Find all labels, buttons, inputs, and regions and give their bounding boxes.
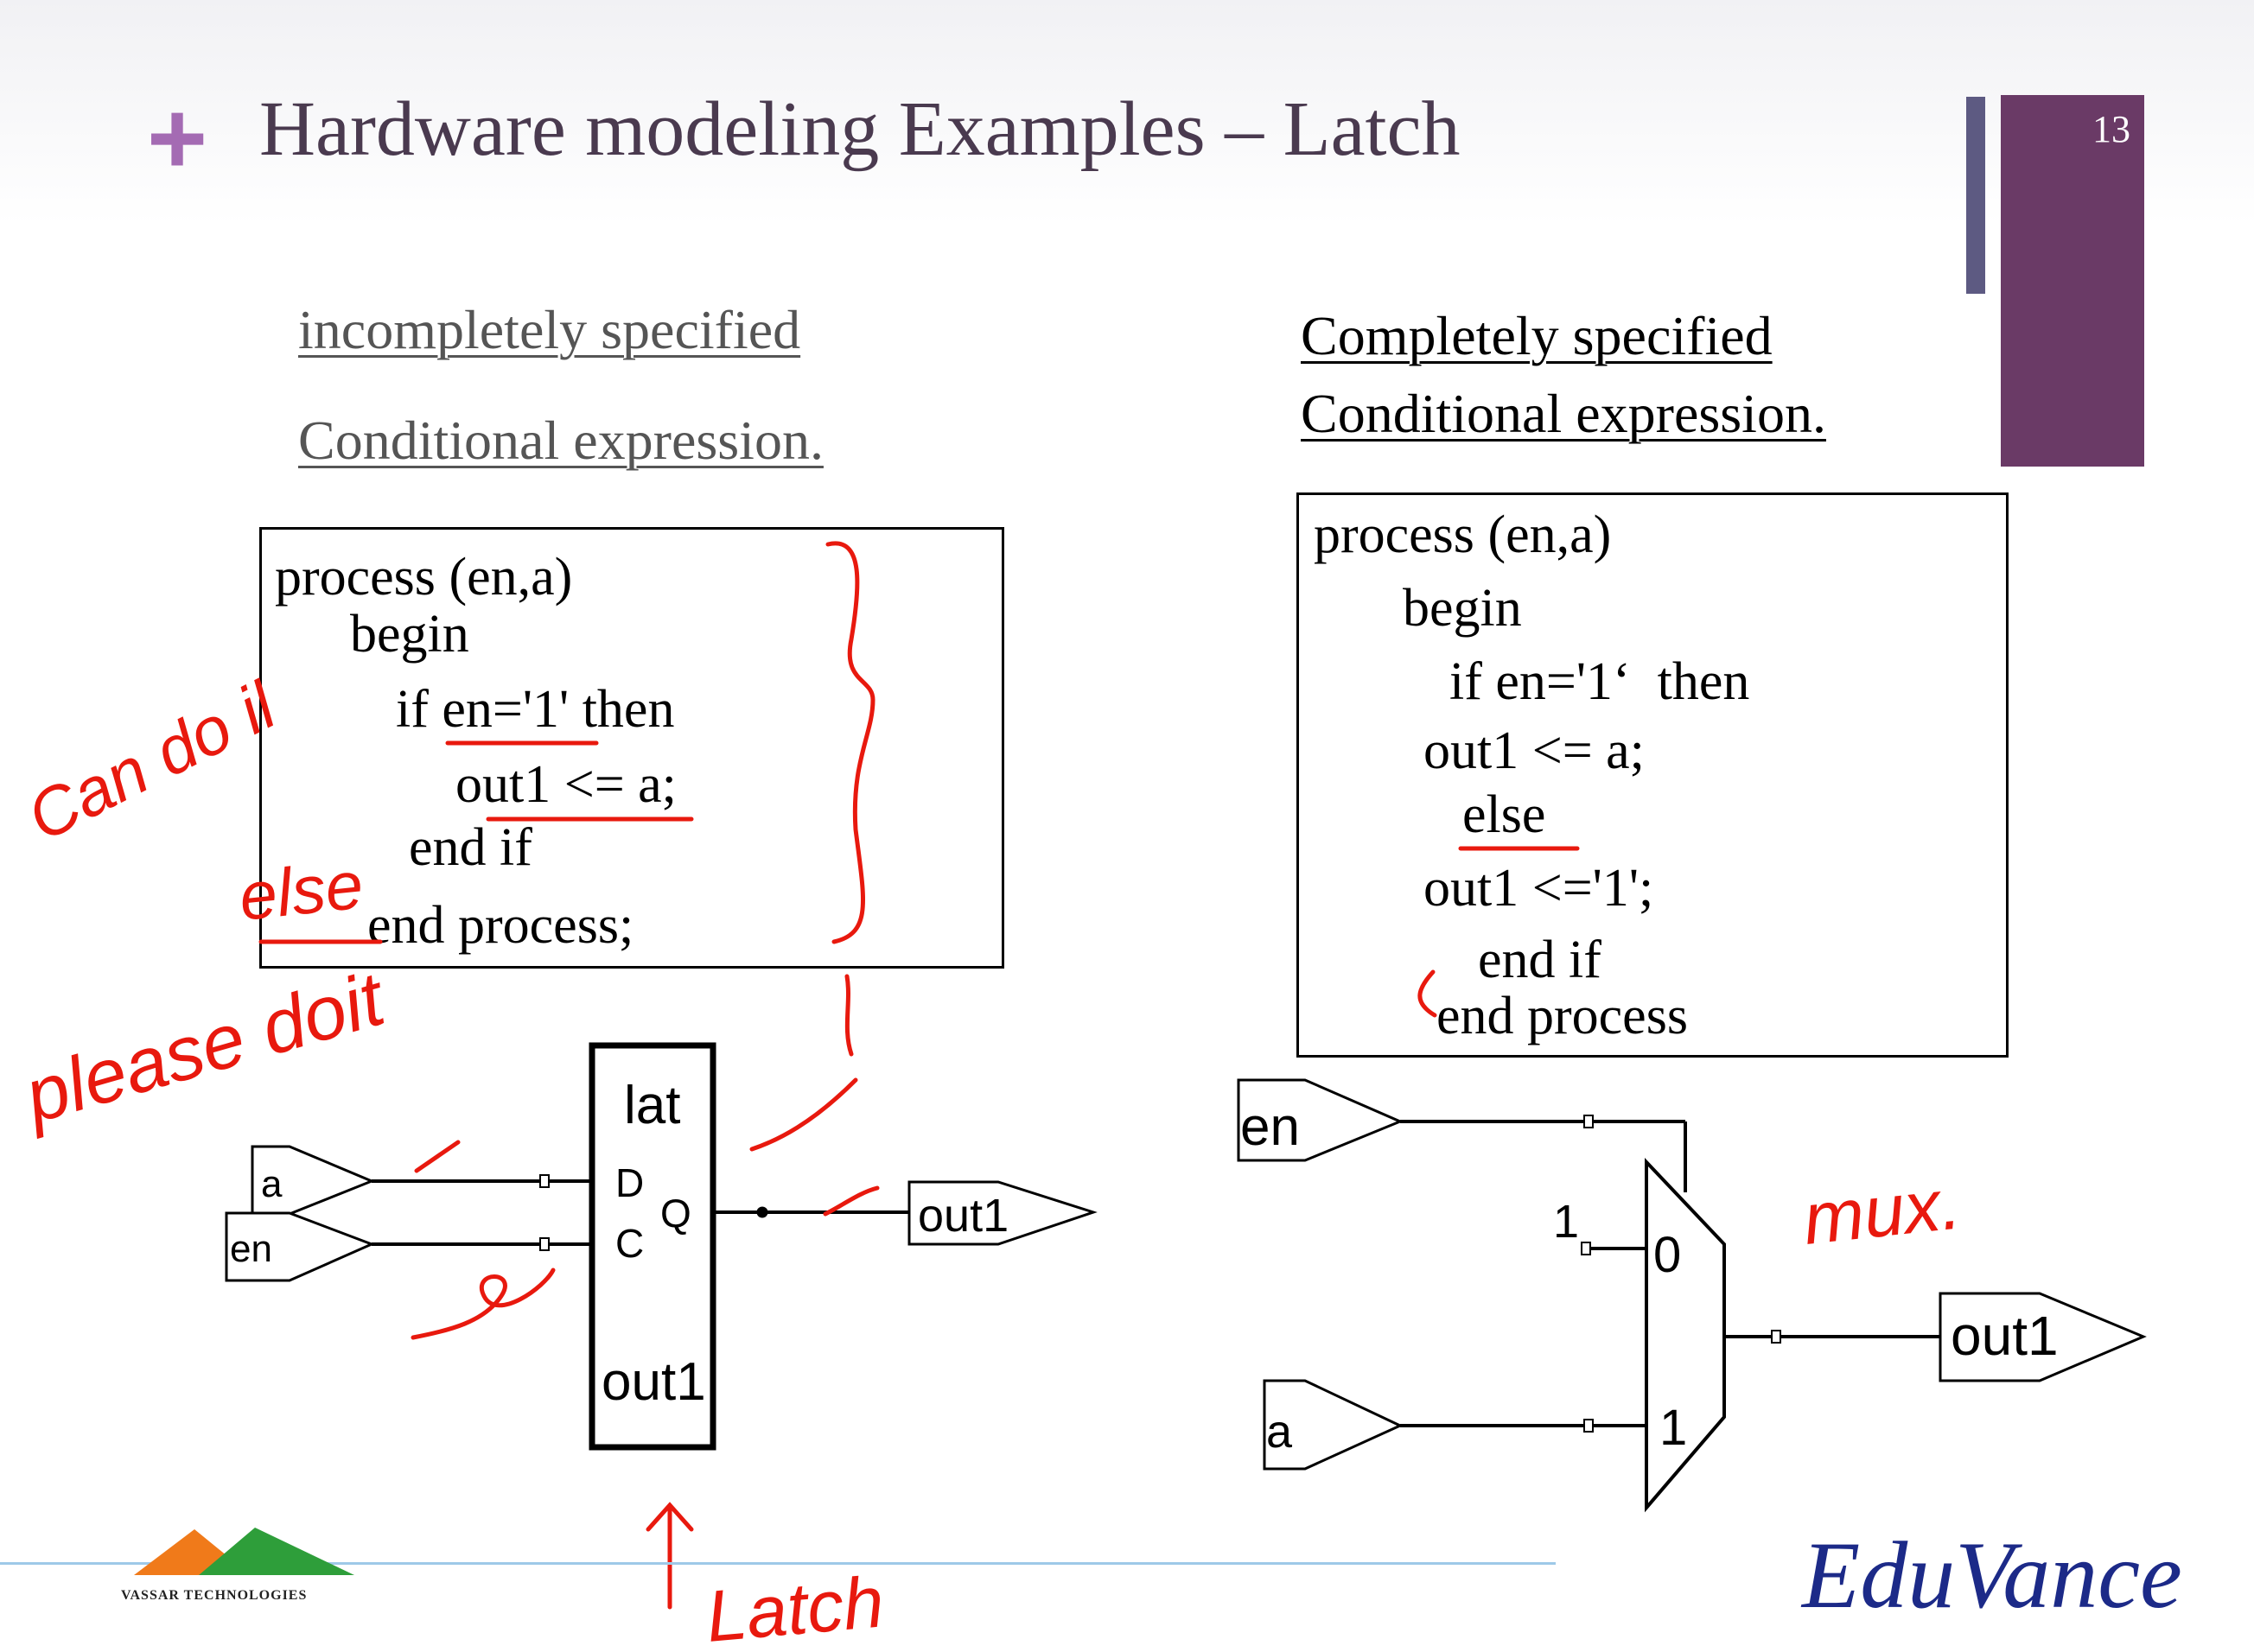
plus-icon: + (147, 80, 208, 196)
ink-else: else (236, 846, 367, 934)
latch-out-label: out1 (602, 1352, 706, 1412)
mux-label-a: a (1266, 1406, 1293, 1458)
mux-const-one: 1 (1553, 1196, 1579, 1248)
input-port-a (251, 1145, 375, 1216)
code-line: begin (1403, 579, 1522, 638)
right-heading-line1: Completely specified (1301, 305, 1773, 366)
slide-number: 13 (2092, 108, 2130, 150)
ink-latch: Latch (703, 1560, 887, 1652)
input-port-a (1263, 1379, 1404, 1471)
port-label-out1: out1 (918, 1190, 1009, 1242)
arrow-up-latch (646, 1502, 694, 1610)
code-line: out1 <= a; (1423, 721, 1645, 780)
code-line: end process (1436, 987, 1688, 1045)
latch-schematic (225, 1042, 1098, 1451)
port-label-a: a (261, 1163, 283, 1205)
latch-pin-c: C (615, 1221, 644, 1266)
mux-input-1: 1 (1659, 1400, 1687, 1456)
bracket-tick (844, 974, 854, 1057)
mux-input-0: 0 (1653, 1227, 1681, 1283)
vassar-logo-icon (134, 1528, 354, 1575)
mux-label-out1: out1 (1951, 1305, 2059, 1367)
port-label-en: en (230, 1228, 272, 1270)
mux-label-en: en (1240, 1097, 1300, 1157)
mux-schematic (1237, 1078, 2147, 1513)
footer-logo-text: VASSAR TECHNOLOGIES (121, 1588, 308, 1603)
accent-bar (2001, 95, 2144, 467)
tick-out (823, 1185, 880, 1217)
accent-bar-thin (1966, 97, 1985, 294)
latch-block (589, 1042, 716, 1451)
footer-brand: EduVance (1802, 1522, 2182, 1628)
left-heading-line2: Conditional expression. (298, 410, 824, 471)
latch-pin-q: Q (660, 1191, 691, 1236)
code-line: end if (409, 818, 532, 877)
brace (825, 541, 875, 944)
arrow-to-latch (749, 1077, 858, 1152)
ink-please-do-it: please doit (13, 955, 396, 1140)
input-port-en (225, 1211, 375, 1282)
code-line: begin (350, 605, 469, 664)
mux-block (1645, 1157, 1726, 1513)
left-code-box (259, 527, 1004, 969)
code-line: end if (1478, 931, 1601, 989)
left-heading-line1: incompletely specified (298, 299, 801, 360)
arrow-end-if (1417, 969, 1437, 1018)
slide-title: Hardware modeling Examples – Latch (259, 86, 1461, 172)
edge-symbol (411, 1268, 556, 1340)
code-line: if en='1‘ then (1449, 652, 1750, 711)
right-heading-line2: Conditional expression. (1301, 383, 1826, 444)
ink-mux: mux. (1799, 1162, 1964, 1260)
arrow-to-a (414, 1140, 461, 1173)
right-code-box (1296, 492, 2009, 1058)
code-line: else (1462, 785, 1546, 844)
code-line: out1 <= a; (455, 755, 677, 814)
output-port-out1 (1939, 1292, 2147, 1382)
code-line: process (en,a) (1314, 505, 1612, 564)
ink-can-do-it: Can do il (16, 666, 290, 855)
input-port-en (1237, 1078, 1404, 1162)
code-line: out1 <='1'; (1423, 859, 1654, 918)
latch-pin-d: D (615, 1160, 644, 1205)
latch-name: lat (624, 1076, 680, 1135)
code-line: if en='1' then (396, 680, 675, 739)
code-line: process (en,a) (275, 548, 573, 607)
output-port-out1 (907, 1180, 1098, 1246)
footer-line (0, 1562, 1556, 1565)
